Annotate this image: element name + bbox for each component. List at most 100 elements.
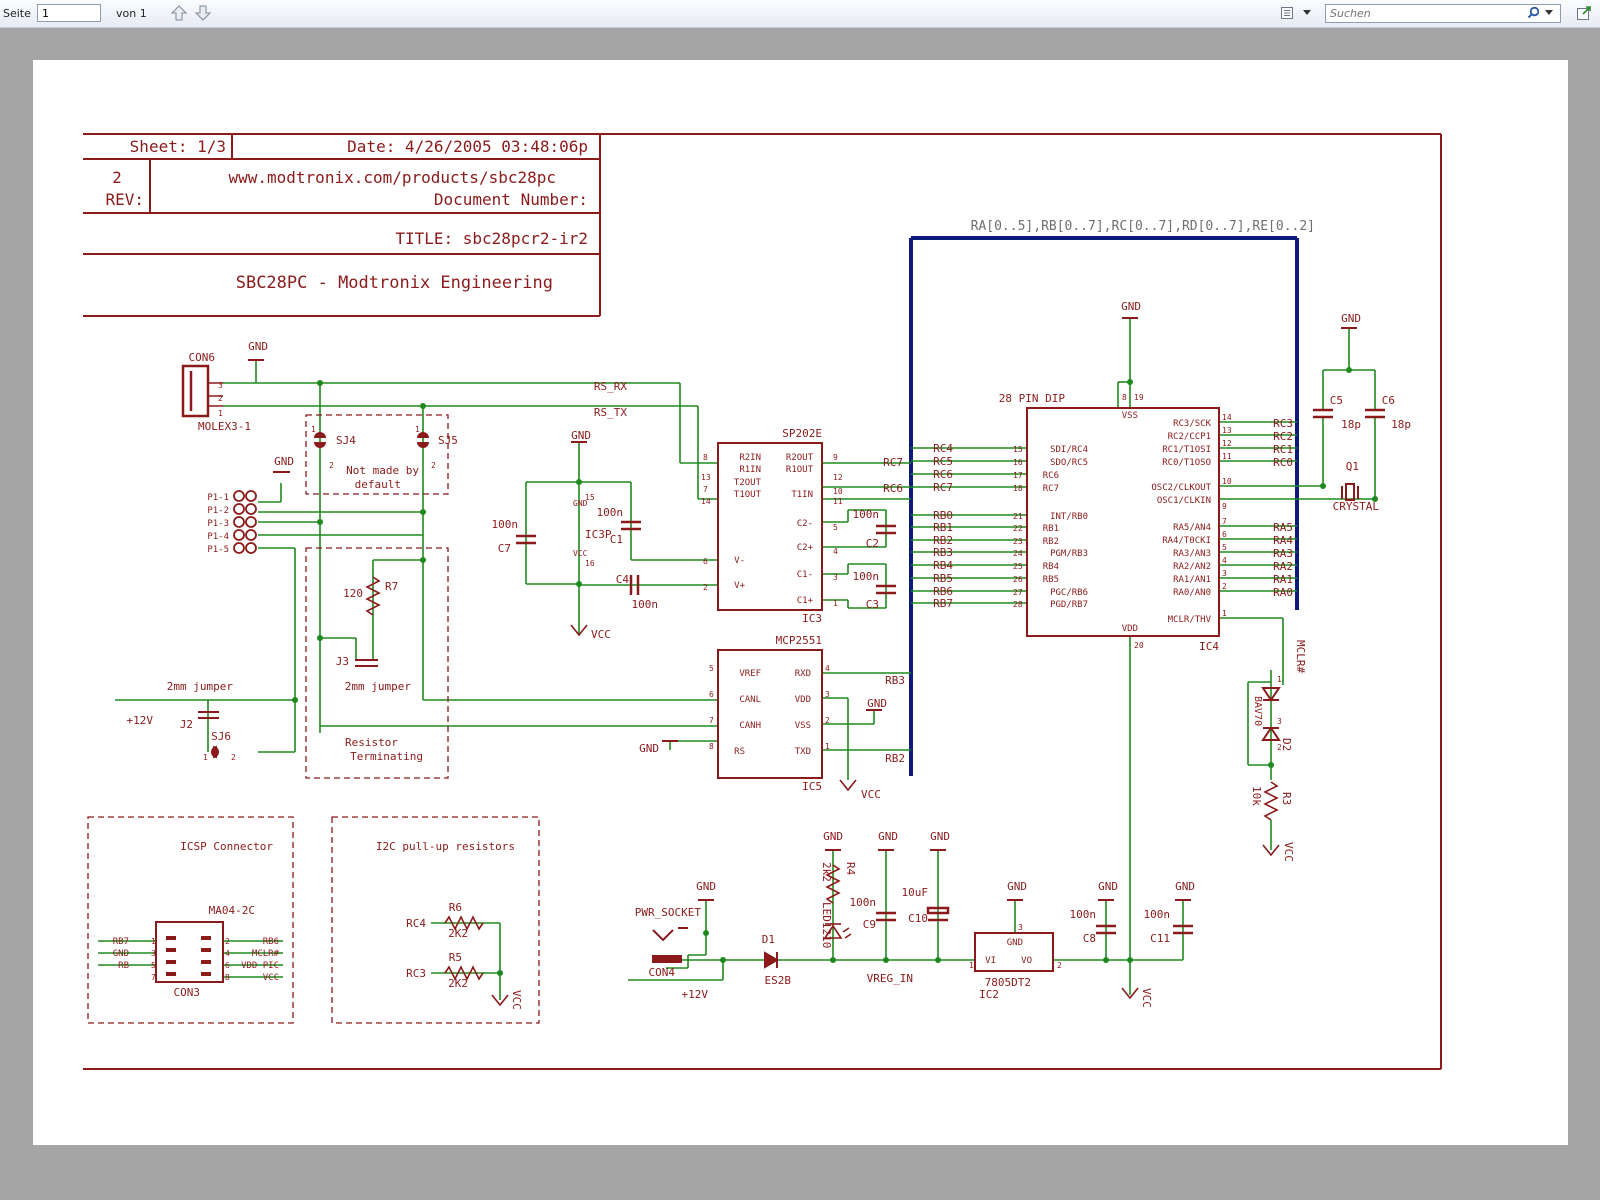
- p1-pin-2: P1-2: [207, 506, 229, 516]
- svg-text:2K2: 2K2: [448, 927, 468, 940]
- ic4-right-nets: RC4 RC5 RC6 RC7 RB0 RB1 RB2 RB3 RB4 RB5 …: [933, 442, 953, 610]
- svg-text:16: 16: [585, 559, 595, 568]
- svg-text:2: 2: [1222, 582, 1227, 591]
- p1-pin-3: P1-3: [207, 519, 229, 529]
- svg-text:RB2: RB2: [933, 534, 953, 547]
- svg-text:RC4: RC4: [933, 442, 953, 455]
- svg-text:GND: GND: [1007, 880, 1027, 893]
- p1-pin-5: P1-5: [207, 545, 229, 555]
- svg-text:18p: 18p: [1391, 418, 1411, 431]
- ic3-pins: R2OUT R1OUT T1IN C2- C2+ C1- C1+ R2IN R1…: [734, 453, 814, 606]
- svg-text:GND: GND: [1098, 880, 1118, 893]
- search-input[interactable]: [1325, 4, 1561, 23]
- ic3p-vcc-pin: VCC: [573, 549, 588, 558]
- svg-text:SDI/RC4: SDI/RC4: [1050, 445, 1088, 455]
- svg-text:CON3: CON3: [174, 986, 201, 999]
- svg-text:RB5: RB5: [1043, 575, 1059, 585]
- svg-text:PWR_SOCKET: PWR_SOCKET: [635, 906, 702, 919]
- svg-text:R5: R5: [449, 951, 462, 964]
- svg-text:14: 14: [701, 497, 711, 506]
- svg-text:VREF: VREF: [739, 669, 761, 679]
- icsp-header: [155, 921, 224, 983]
- svg-text:RS: RS: [734, 747, 745, 757]
- svg-text:RA4/T0CKI: RA4/T0CKI: [1162, 536, 1211, 546]
- svg-text:27: 27: [1013, 588, 1023, 597]
- svg-text:10k: 10k: [1250, 786, 1263, 806]
- ic3-pin-c1p: C1+: [797, 596, 814, 606]
- ic3-pin-t1out: T1OUT: [734, 490, 762, 500]
- title-company: SBC28PC - Modtronix Engineering: [236, 273, 553, 293]
- svg-text:10: 10: [833, 487, 843, 496]
- ic3-vcc-arrow-icon: [570, 624, 588, 637]
- j2-jumper: [198, 711, 219, 719]
- ic3-pin-c2m: C2-: [797, 519, 813, 529]
- svg-text:VI: VI: [985, 956, 996, 966]
- svg-text:RC6: RC6: [933, 468, 953, 481]
- svg-text:21: 21: [1013, 512, 1023, 521]
- title-date: Date: 4/26/2005 03:48:06p: [347, 137, 588, 156]
- svg-text:VDD PIC: VDD PIC: [241, 961, 279, 971]
- svg-text:RA0: RA0: [1273, 586, 1293, 599]
- svg-text:MCLR#: MCLR#: [252, 949, 280, 959]
- diode-d2-bav70: [1261, 687, 1281, 741]
- svg-text:VSS: VSS: [1122, 411, 1138, 421]
- previous-page-button[interactable]: [170, 4, 188, 22]
- svg-text:CON4: CON4: [649, 966, 676, 979]
- j3-jumper-label: 2mm jumper: [345, 680, 412, 693]
- svg-text:SDO/RC5: SDO/RC5: [1050, 458, 1088, 468]
- ic2-regulator: [974, 932, 1054, 972]
- cap-c7: [516, 534, 536, 545]
- svg-text:2: 2: [825, 716, 830, 725]
- svg-text:25: 25: [1013, 562, 1023, 571]
- con6-pin3: 3: [218, 381, 223, 390]
- svg-text:IC2: IC2: [979, 988, 999, 1001]
- title-rev-label: REV:: [105, 190, 144, 209]
- svg-text:4: 4: [1222, 556, 1227, 565]
- svg-text:CANH: CANH: [739, 721, 761, 731]
- svg-text:VDD: VDD: [795, 695, 811, 705]
- svg-text:2: 2: [1057, 961, 1062, 970]
- svg-text:26: 26: [1013, 575, 1023, 584]
- svg-text:MCP2551: MCP2551: [776, 634, 822, 647]
- terminating-resistor-box: [305, 547, 449, 779]
- svg-text:RC1: RC1: [1273, 443, 1293, 456]
- svg-text:RC1/T1OSI: RC1/T1OSI: [1162, 445, 1211, 455]
- svg-text:RB0: RB0: [933, 509, 953, 522]
- svg-text:C10: C10: [908, 912, 928, 925]
- next-page-button[interactable]: [194, 4, 212, 22]
- view-mode-icon[interactable]: [1280, 6, 1294, 20]
- svg-text:10uF: 10uF: [902, 886, 929, 899]
- mclr-vcc-arrow-icon: [1262, 844, 1280, 857]
- svg-text:RC2/CCP1: RC2/CCP1: [1168, 432, 1211, 442]
- not-made-by-label: Not made by: [346, 464, 419, 477]
- r3-resistor: [1263, 781, 1279, 821]
- svg-text:IC5: IC5: [802, 780, 822, 793]
- ic5-vcc: VCC: [861, 788, 881, 801]
- bav70-label: BAV70: [1252, 696, 1263, 726]
- svg-text:LED1210: LED1210: [820, 902, 833, 948]
- diode-d1: [764, 951, 779, 969]
- viewer-toolbar: Seite von 1: [0, 0, 1600, 28]
- svg-text:1: 1: [203, 753, 208, 762]
- svg-text:5: 5: [1222, 543, 1227, 552]
- svg-text:RA4: RA4: [1273, 534, 1293, 547]
- svg-text:MCLR/THV: MCLR/THV: [1168, 615, 1212, 625]
- view-mode-dropdown-icon[interactable]: [1303, 10, 1311, 16]
- svg-text:RA3: RA3: [1273, 547, 1293, 560]
- sj6-jumper: [211, 746, 219, 758]
- svg-text:C5: C5: [1330, 394, 1343, 407]
- page-number-input[interactable]: [37, 4, 101, 22]
- j3-label: J3: [336, 655, 349, 668]
- svg-text:C6: C6: [1382, 394, 1395, 407]
- cap-c4: [629, 575, 640, 595]
- svg-text:8: 8: [703, 453, 708, 462]
- sj6-label: SJ6: [211, 730, 231, 743]
- ic3-pin-numbers: 9 12 10 11 5 4 3 1 8 13 7 14 6 2: [701, 453, 843, 608]
- svg-text:RC0/T1OSO: RC0/T1OSO: [1162, 458, 1211, 468]
- search-icon[interactable]: [1527, 6, 1540, 19]
- svg-text:9: 9: [833, 453, 838, 462]
- search-options-icon[interactable]: [1545, 10, 1553, 16]
- svg-text:ES2B: ES2B: [765, 974, 792, 987]
- svg-text:100n: 100n: [1070, 908, 1097, 921]
- open-external-icon[interactable]: [1576, 5, 1592, 21]
